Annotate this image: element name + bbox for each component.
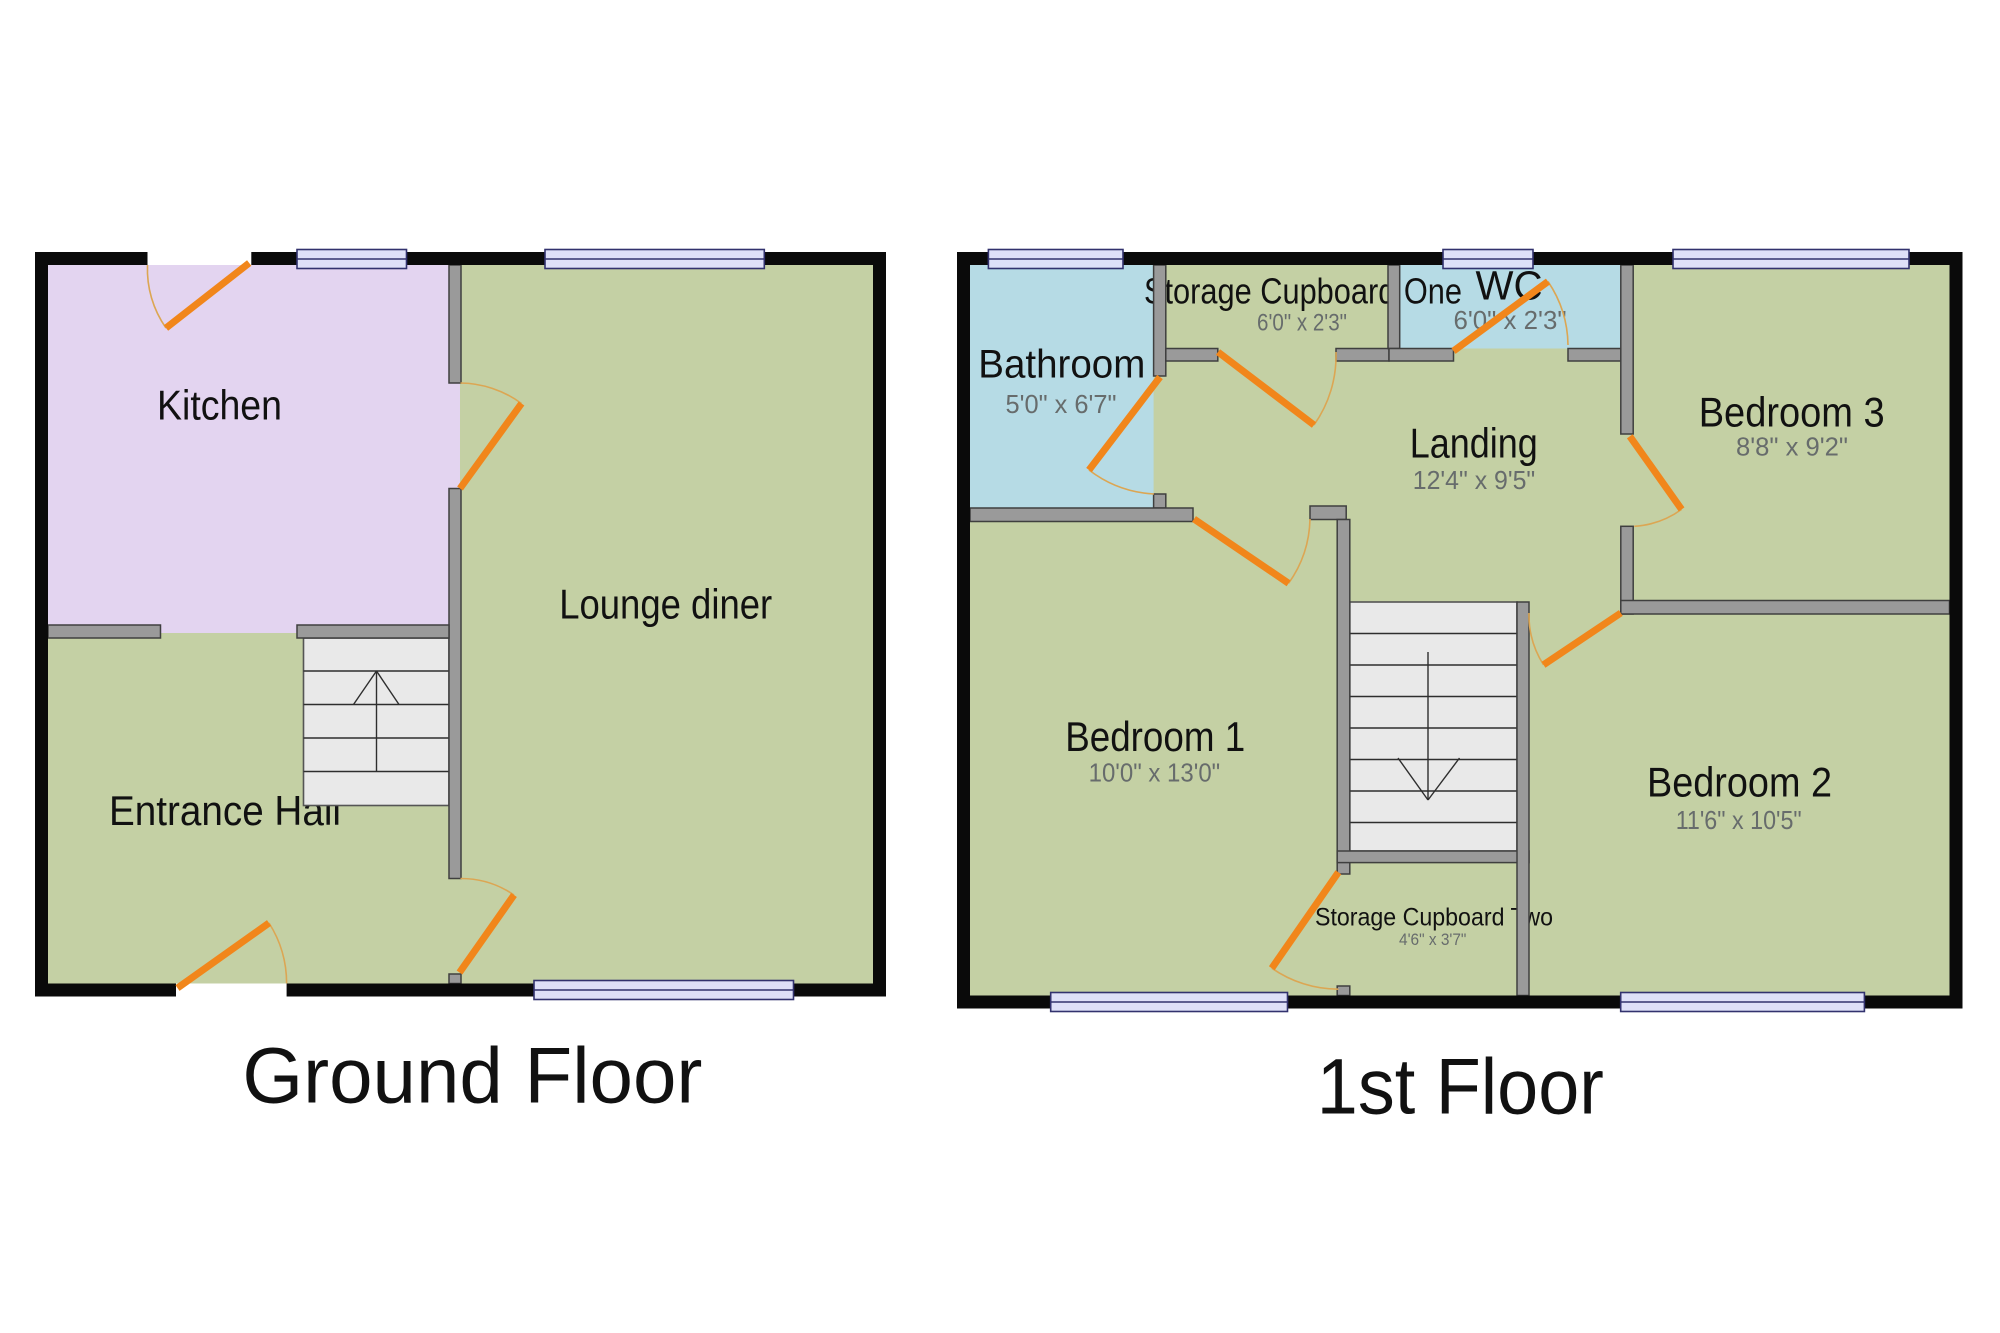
svg-text:10'0" x 13'0": 10'0" x 13'0" (1089, 758, 1221, 788)
svg-text:8'8" x 9'2": 8'8" x 9'2" (1736, 432, 1848, 462)
svg-text:Storage Cupboard Two: Storage Cupboard Two (1315, 904, 1553, 932)
svg-text:Ground Floor: Ground Floor (242, 1030, 702, 1119)
svg-text:11'6" x 10'5": 11'6" x 10'5" (1676, 805, 1802, 835)
svg-text:6'0" x 2'3": 6'0" x 2'3" (1257, 310, 1347, 337)
svg-text:Lounge diner: Lounge diner (559, 580, 772, 627)
svg-text:Kitchen: Kitchen (157, 382, 282, 429)
svg-text:4'6" x 3'7": 4'6" x 3'7" (1399, 930, 1466, 949)
svg-text:Entrance Hall: Entrance Hall (109, 787, 341, 834)
svg-text:Storage Cupboard One: Storage Cupboard One (1144, 270, 1462, 311)
svg-text:5'0" x 6'7": 5'0" x 6'7" (1006, 389, 1117, 419)
svg-text:Bedroom 1: Bedroom 1 (1065, 713, 1245, 760)
svg-text:Bedroom 2: Bedroom 2 (1647, 759, 1832, 806)
svg-text:Bedroom 3: Bedroom 3 (1699, 389, 1885, 436)
svg-text:12'4" x 9'5": 12'4" x 9'5" (1413, 465, 1536, 495)
svg-text:Bathroom: Bathroom (978, 342, 1145, 386)
svg-text:Landing: Landing (1410, 420, 1538, 467)
svg-text:WC: WC (1476, 263, 1543, 309)
svg-text:1st Floor: 1st Floor (1317, 1041, 1604, 1130)
